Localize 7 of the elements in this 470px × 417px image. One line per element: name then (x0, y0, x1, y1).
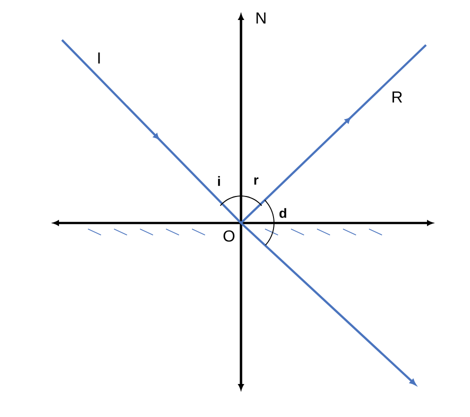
angle-label: i (218, 176, 220, 186)
ray-label: I (98, 52, 100, 64)
angle-label: r (254, 177, 258, 185)
angle-label: d (279, 208, 286, 218)
point-label: O (224, 230, 234, 242)
ray-label: R (392, 92, 402, 102)
normal-label: N (256, 12, 266, 24)
